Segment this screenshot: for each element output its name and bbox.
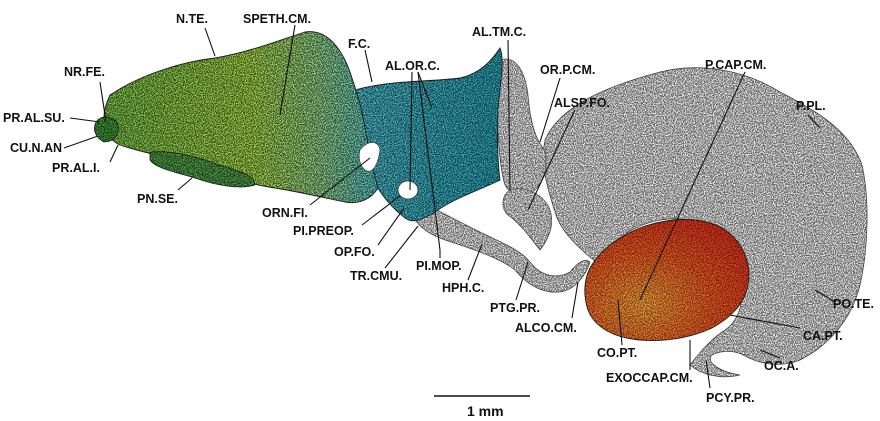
label-ptg-pr: PTG.PR. [490, 301, 540, 315]
label-hph-c: HPH.C. [442, 281, 484, 295]
label-al-or-c: AL.OR.C. [385, 59, 440, 73]
label-exoccap-cm: EXOCCAP.CM. [606, 371, 693, 385]
label-pn-se: PN.SE. [137, 192, 178, 206]
label-co-pt: CO.PT. [597, 346, 637, 360]
label-p-cap-cm: P.CAP.CM. [705, 58, 766, 72]
label-n-te: N.TE. [176, 12, 208, 26]
scale-bar: 1 mm [434, 396, 530, 419]
scale-bar-label: 1 mm [467, 403, 504, 419]
label-pr-al-i: PR.AL.I. [52, 161, 100, 175]
orbital-cartilage [354, 48, 502, 221]
label-pi-preop: PI.PREOP. [293, 224, 354, 238]
label-alco-cm: ALCO.CM. [515, 321, 577, 335]
label-orn-fi: ORN.FI. [262, 206, 308, 220]
label-or-p-cm: OR.P.CM. [540, 63, 595, 77]
orbito-parietal-commissure [496, 59, 546, 195]
label-p-pl: P.PL. [796, 99, 826, 113]
label-pi-mop: PI.MOP. [416, 259, 462, 273]
label-alsp-fo: ALSP.FO. [554, 96, 610, 110]
label-f-c: F.C. [348, 37, 370, 51]
label-cu-n-an: CU.N.AN [10, 141, 62, 155]
label-oc-a: OC.A. [764, 359, 799, 373]
label-pr-al-su: PR.AL.SU. [3, 111, 65, 125]
label-ca-pt: CA.PT. [803, 329, 843, 343]
label-speth-cm: SPETH.CM. [243, 12, 311, 26]
label-nr-fe: NR.FE. [64, 65, 105, 79]
label-al-tm-c: AL.TM.C. [472, 25, 526, 39]
label-op-fo: OP.FO. [334, 245, 375, 259]
label-pcy-pr: PCY.PR. [706, 391, 755, 405]
label-tr-cmu: TR.CMU. [350, 269, 402, 283]
label-po-te: PO.TE. [833, 297, 874, 311]
